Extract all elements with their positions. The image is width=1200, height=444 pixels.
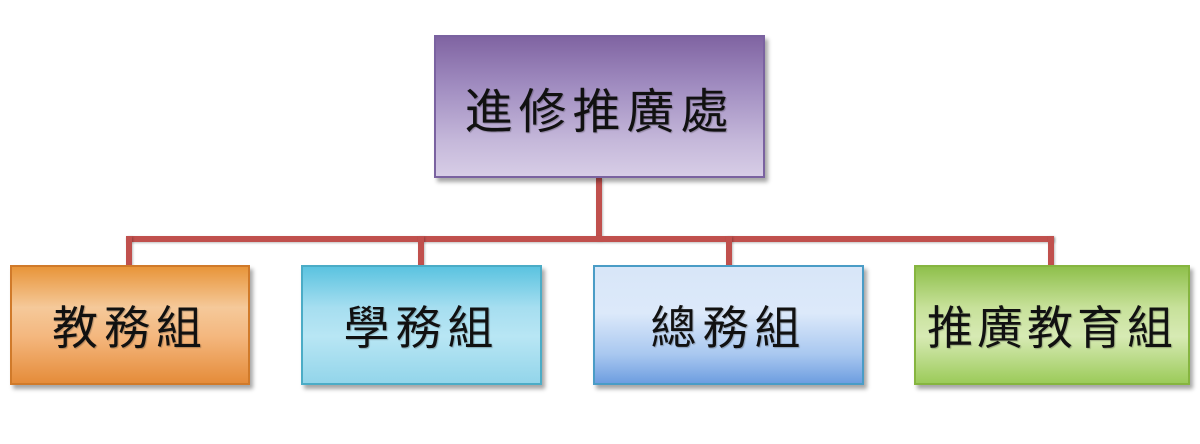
child-2-connector	[418, 236, 424, 266]
child-4-connector	[1048, 236, 1054, 266]
child-node-general-affairs: 總務組	[593, 265, 864, 385]
horizontal-connector	[126, 236, 1054, 242]
child-node-student-affairs: 學務組	[301, 265, 542, 385]
child-node-label: 教務組	[52, 301, 208, 355]
root-node-label: 進修推廣處	[464, 83, 735, 140]
root-node-extension-division: 進修推廣處	[434, 35, 765, 178]
child-node-label: 學務組	[343, 301, 500, 355]
child-node-label: 總務組	[650, 301, 807, 355]
child-3-connector	[726, 236, 732, 266]
child-1-connector	[126, 236, 132, 266]
child-node-academic-affairs: 教務組	[10, 265, 250, 385]
root-stem-connector	[596, 178, 602, 240]
child-node-extension-education: 推廣教育組	[914, 265, 1190, 385]
child-node-label: 推廣教育組	[927, 301, 1177, 355]
